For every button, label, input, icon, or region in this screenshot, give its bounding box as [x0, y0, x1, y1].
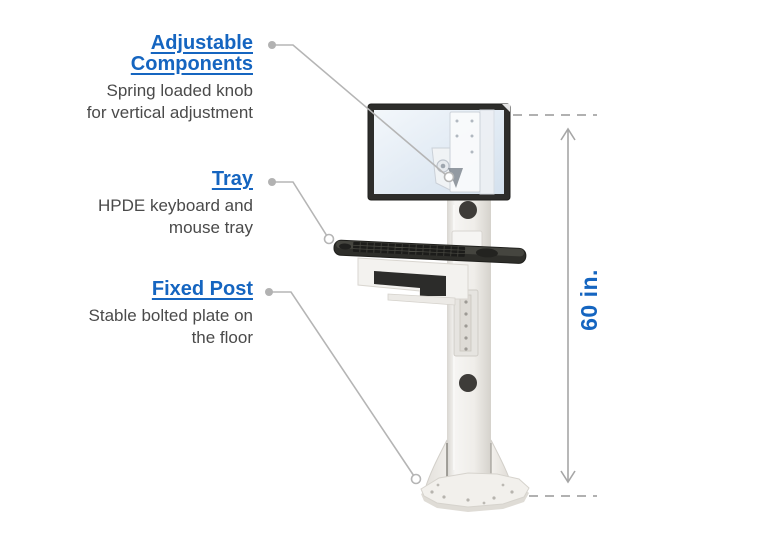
anchor-hole	[430, 490, 434, 494]
leader-target-ring-tray	[323, 233, 335, 245]
anchor-hole	[501, 483, 505, 487]
monitor	[367, 103, 511, 201]
dimension-annotation	[513, 114, 597, 497]
leader-line-fixed-post	[269, 291, 415, 477]
anchor-hole	[492, 496, 496, 500]
anchor-hole	[442, 495, 446, 499]
callout-title-line: Components	[130, 53, 253, 75]
anchor-hole	[466, 498, 470, 502]
keyboard-mouse-tray	[333, 239, 527, 264]
callout-description-line: Spring loaded knob	[106, 81, 253, 100]
callout-description-line: the floor	[191, 328, 253, 347]
shelf-lip	[387, 293, 456, 306]
callout-title-line: Tray	[211, 168, 253, 190]
mouse	[475, 248, 498, 258]
callout-title: Tray	[23, 169, 253, 190]
arrowhead-up-icon	[560, 127, 576, 141]
leader-target-ring-fixed-post	[410, 473, 422, 485]
shelf-opening	[374, 271, 446, 296]
mount-hole	[455, 119, 459, 123]
callout-title: Fixed Post	[23, 279, 253, 300]
callout-fixed-post: Fixed Post Stable bolted plate on the fl…	[23, 279, 253, 349]
mount-hole	[470, 119, 474, 123]
cable-hole-bottom	[459, 374, 477, 392]
anchor-hole	[510, 490, 514, 494]
leader-line-adjustable-components	[272, 44, 447, 176]
callout-adjustable-components: Adjustable Components Spring loaded knob…	[23, 33, 253, 124]
track-hole	[464, 324, 468, 328]
tray-corner-recess	[339, 243, 352, 250]
callout-description-line: mouse tray	[168, 218, 253, 237]
callout-title-line: Fixed Post	[151, 278, 253, 300]
mount-hole	[455, 134, 459, 138]
base-plate	[420, 472, 530, 508]
callout-description-line: Stable bolted plate on	[88, 306, 253, 325]
frame-corner-glint	[502, 104, 510, 112]
callout-title-line: Adjustable	[150, 32, 253, 54]
post-details	[453, 201, 479, 392]
leader-lines	[265, 41, 455, 485]
anchor-hole	[436, 483, 440, 487]
leader-dot-fixed-post	[265, 288, 273, 296]
monitor-mount-assembly	[431, 109, 495, 195]
callout-description-line: for vertical adjustment	[86, 103, 253, 122]
knob-center	[440, 163, 446, 169]
cable-hole-top	[459, 201, 477, 219]
mount-hole	[470, 134, 474, 138]
callout-description-line: HPDE keyboard and	[98, 196, 253, 215]
keyboard-keys	[352, 242, 466, 257]
post-through-screen	[479, 109, 495, 195]
callout-title: Adjustable Components	[23, 33, 253, 75]
leader-line-tray	[272, 181, 328, 237]
leader-dot-adjustable	[268, 41, 276, 49]
leader-target-ring-adjustable	[443, 171, 455, 183]
dimension-label: 60 in.	[576, 269, 602, 331]
under-tray-shelf	[357, 257, 469, 306]
bolted-base	[420, 439, 530, 512]
leader-dot-tray	[268, 178, 276, 186]
mount-hole	[470, 150, 474, 154]
arrowhead-down-icon	[560, 470, 576, 484]
track-hole	[464, 300, 468, 304]
track-hole	[464, 347, 468, 351]
track-hole	[464, 336, 468, 340]
anchor-hole	[482, 501, 486, 505]
track-hole	[464, 312, 468, 316]
callout-tray: Tray HPDE keyboard and mouse tray	[23, 169, 253, 239]
